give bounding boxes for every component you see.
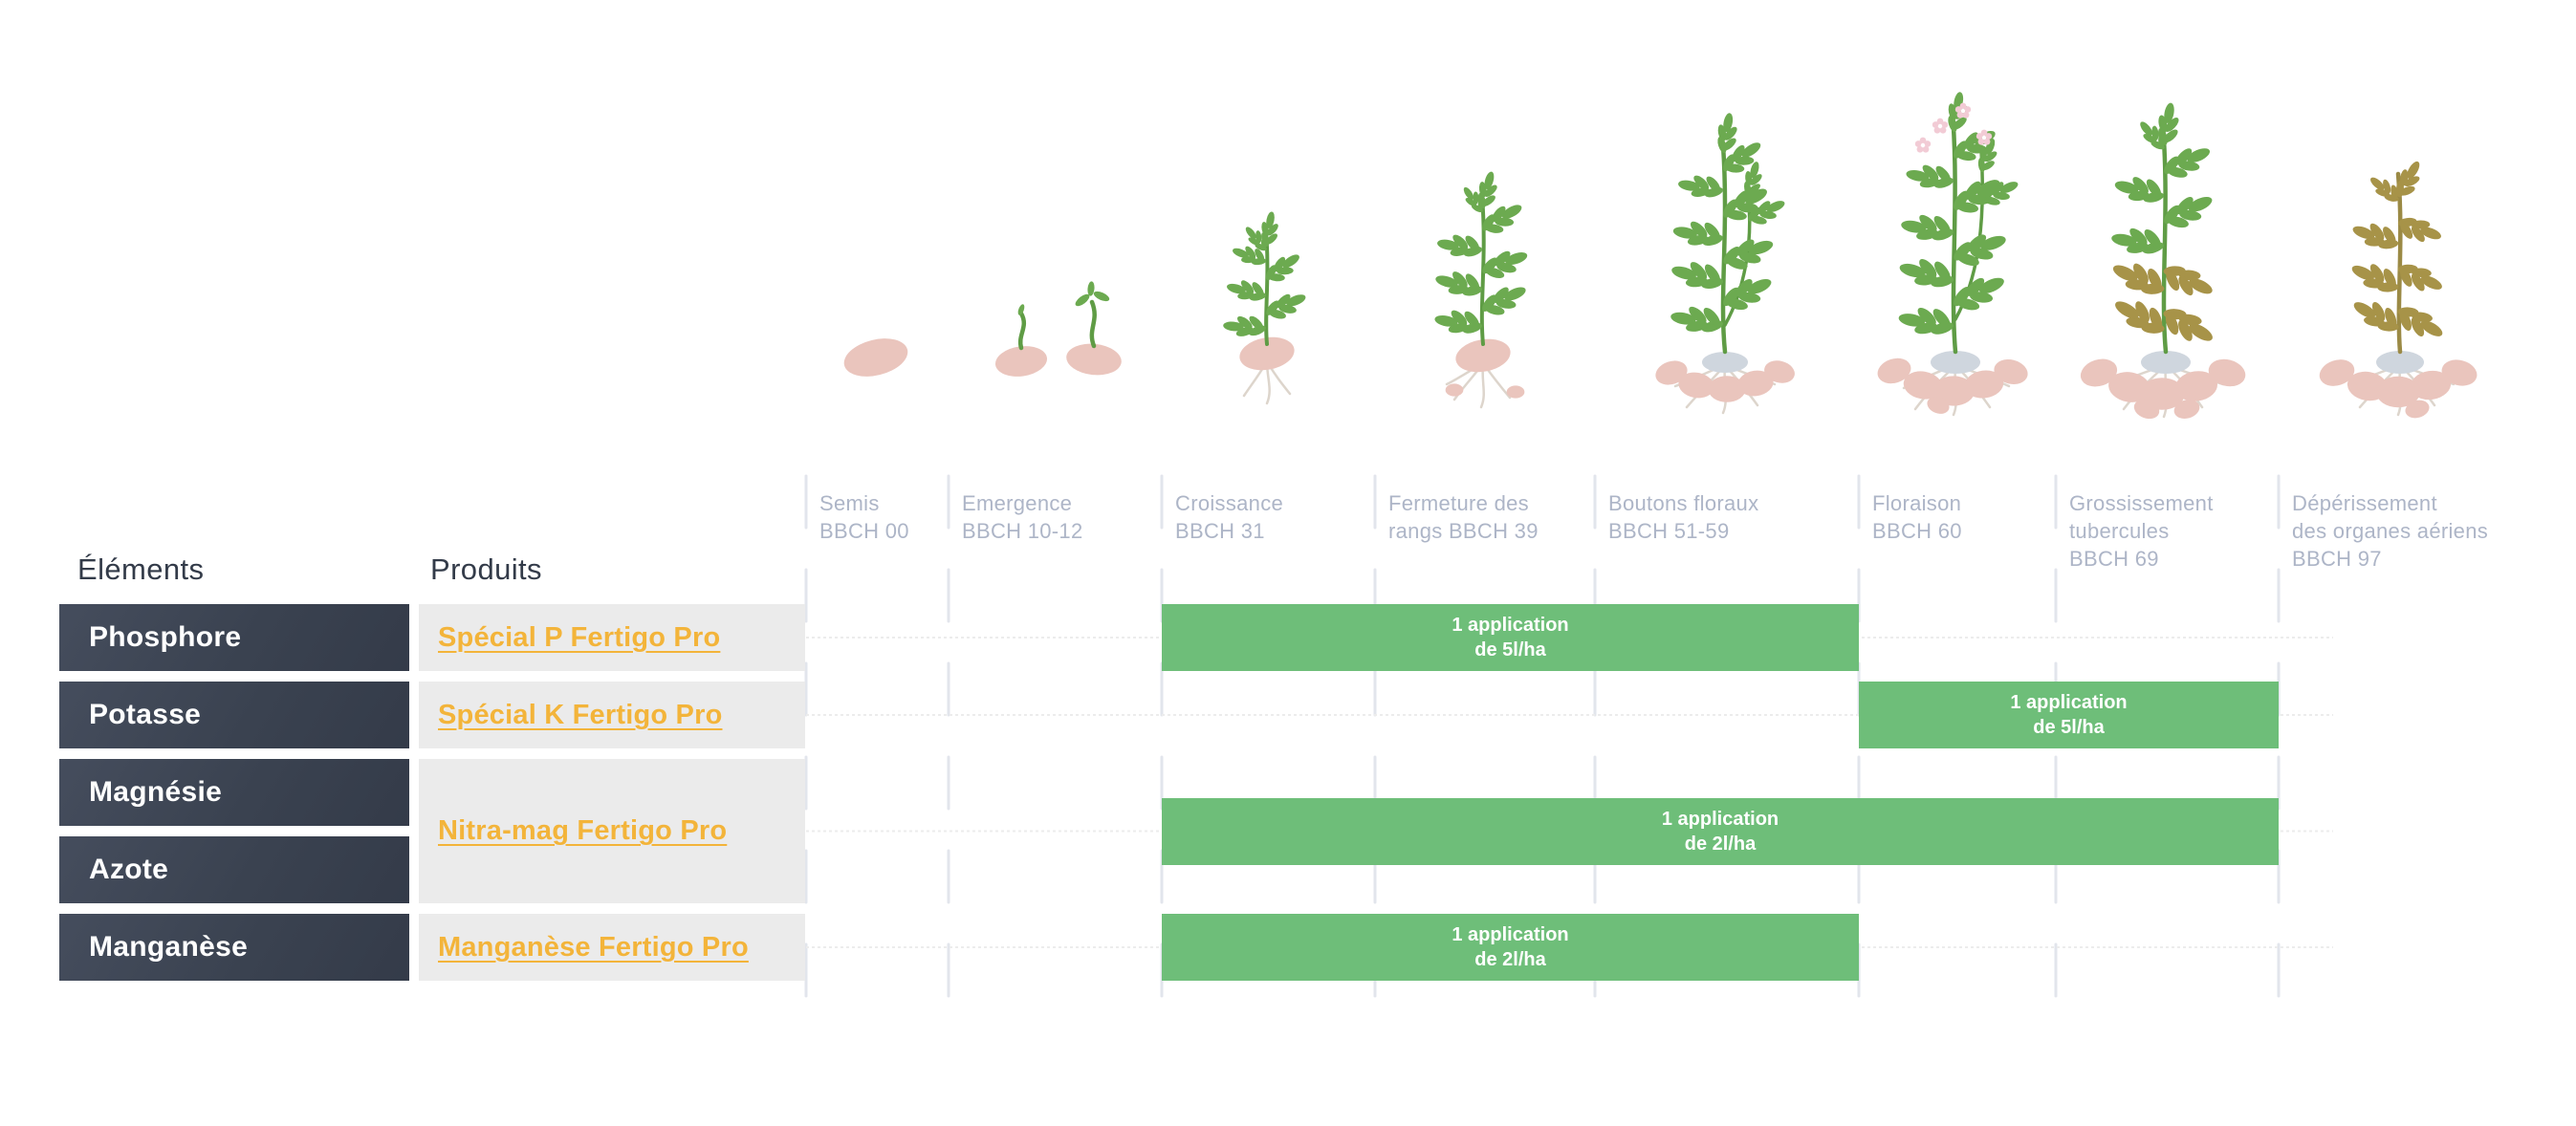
product-link-sp-cial-k-fertigo-pro[interactable]: Spécial K Fertigo Pro: [438, 699, 723, 730]
elements-column-header: Éléments: [77, 552, 205, 586]
product-cell: Nitra-mag Fertigo Pro: [419, 759, 805, 903]
potato-sprouts-icon: [993, 281, 1124, 380]
potato-young-plant-icon: [1154, 86, 1384, 405]
product-cell: Spécial P Fertigo Pro: [419, 604, 805, 671]
element-cell-magnsie: Magnésie: [59, 759, 409, 826]
element-cell-manganse: Manganèse: [59, 914, 409, 981]
element-cell-potasse: Potasse: [59, 682, 409, 748]
product-link-sp-cial-p-fertigo-pro[interactable]: Spécial P Fertigo Pro: [438, 621, 721, 653]
product-link-nitra-mag-fertigo-pro[interactable]: Nitra-mag Fertigo Pro: [438, 815, 728, 846]
element-cell-azote: Azote: [59, 836, 409, 903]
product-cell: Spécial K Fertigo Pro: [419, 682, 805, 748]
potato-flowering-plant-icon: [1874, 86, 2031, 417]
product-link-mangan-se-fertigo-pro[interactable]: Manganèse Fertigo Pro: [438, 931, 749, 963]
potato-senescent-plant-icon: [2316, 86, 2480, 421]
product-cell: Manganèse Fertigo Pro: [419, 914, 805, 981]
potato-row-closure-plant-icon: [1370, 86, 1600, 409]
potato-budding-plant-icon: [1652, 86, 1798, 415]
products-column-header: Produits: [430, 552, 542, 586]
element-cell-phosphore: Phosphore: [59, 604, 409, 671]
potato-tuber-bulking-plant-icon: [2077, 86, 2249, 421]
